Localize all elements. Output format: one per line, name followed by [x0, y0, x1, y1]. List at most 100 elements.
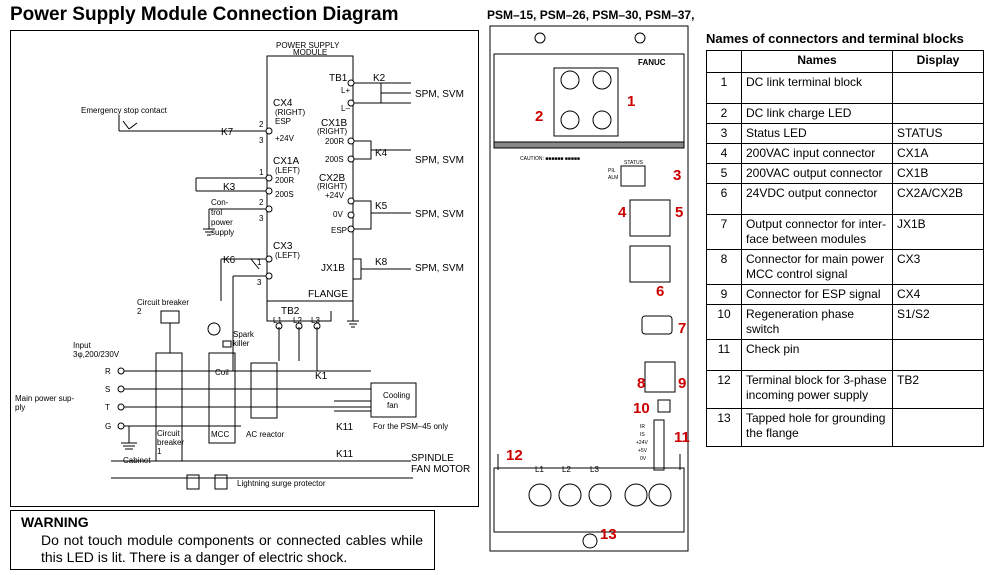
row-number: 6 [706, 183, 742, 215]
ground-g-label: G [105, 422, 111, 431]
esp-label: ESP [275, 117, 291, 126]
cx3-side-label: (LEFT) [275, 251, 300, 260]
cx1a-200s-label: 200S [275, 190, 294, 199]
k4-label: K4 [375, 148, 388, 159]
row-number: 1 [706, 72, 742, 104]
terminal-l2-label: L2 [562, 465, 571, 474]
row-display: TB2 [892, 370, 984, 409]
terminal-l1-label: L1 [535, 465, 544, 474]
cx1b-label: CX1B [321, 118, 347, 129]
row-number: 9 [706, 284, 742, 305]
ac-reactor-label: AC reactor [246, 430, 285, 439]
caution-label: CAUTION: ■■■■■■ ■■■■■ [520, 156, 580, 162]
cx3-pin3-label: 3 [257, 278, 262, 287]
callout-8: 8 [637, 375, 645, 392]
row-name: Output connector for inter-face between … [741, 214, 893, 250]
warning-title: WARNING [21, 514, 89, 530]
header-no [706, 50, 742, 73]
row-number: 7 [706, 214, 742, 250]
checkpin-5v-label: +5V [638, 448, 648, 454]
fanuc-logo-text: FANUC [638, 58, 666, 67]
spindle-label-2: FAN MOTOR [411, 464, 470, 475]
top-screw-left [534, 32, 546, 44]
row-display: CX1A [892, 143, 984, 164]
cx1a-label: CX1A [273, 156, 299, 167]
row-name: 24VDC output connector [741, 183, 893, 215]
control-label-2: trol [211, 208, 222, 217]
emergency-stop-label: Emergency stop contact [81, 106, 168, 115]
row-display [892, 339, 984, 371]
spm-label-4: SPM, SVM [415, 263, 464, 274]
checkpin-0v-label: 0V [640, 456, 647, 462]
cb1-label-3: 1 [157, 447, 162, 456]
cb1-label-1: Circuit [157, 429, 180, 438]
callout-5: 5 [675, 204, 683, 221]
grounding-hole [582, 533, 598, 549]
callout-3: 3 [673, 167, 681, 184]
cx1a-pin1-label: 1 [259, 168, 264, 177]
mcc-label: MCC [211, 430, 229, 439]
cx2b-side-label: (RIGHT) [317, 182, 348, 191]
checkpin-is-label: IS [640, 432, 645, 438]
row-display [892, 72, 984, 104]
models-title: PSM–15, PSM–26, PSM–30, PSM–37, [487, 8, 695, 22]
terminal-l3-label: L3 [590, 465, 599, 474]
callout-2: 2 [535, 108, 543, 125]
callout-4: 4 [618, 204, 627, 221]
row-display: CX1B [892, 163, 984, 184]
k11-label-1: K11 [336, 422, 353, 433]
tb1-label: TB1 [329, 73, 348, 84]
spark-killer-label-1: Spark [233, 330, 255, 339]
k8-label: K8 [375, 257, 388, 268]
panel-outline [489, 25, 689, 552]
row-name: Status LED [741, 123, 893, 144]
esp2-label: ESP [331, 226, 347, 235]
row-display: CX4 [892, 284, 984, 305]
callout-7: 7 [678, 320, 686, 337]
lminus-label: L– [341, 104, 350, 113]
cx3-label: CX3 [273, 241, 293, 252]
wiring-diagram-frame: POWER SUPPLY MODULE Emergency stop conta… [10, 30, 479, 507]
row-name: Tapped hole for grounding the flange [741, 408, 893, 447]
status-label: STATUS [624, 160, 644, 166]
row-name: Check pin [741, 339, 893, 371]
k7-label: K7 [221, 127, 234, 138]
checkpin-24v-label: +24V [636, 440, 648, 446]
checkpin-ir-label: IR [640, 424, 645, 430]
l2-label: L2 [293, 316, 302, 325]
phase-r-label: R [105, 367, 111, 376]
row-name: 200VAC output connector [741, 163, 893, 184]
k3-label: K3 [223, 182, 236, 193]
main-power-label-1: Main power sup- [15, 394, 74, 403]
row-display [892, 103, 984, 124]
p24v-label: +24V [275, 134, 295, 143]
row-display: S1/S2 [892, 304, 984, 340]
control-label-4: supply [211, 228, 234, 237]
coil-label: Coil [215, 368, 229, 377]
input-label-1: Input [73, 341, 92, 350]
cx1a-side-label: (LEFT) [275, 166, 300, 175]
row-name: Regeneration phase switch [741, 304, 893, 340]
callout-11: 11 [674, 429, 690, 446]
table-header-row: Names Display [706, 50, 984, 73]
row-name: Connector for ESP signal [741, 284, 893, 305]
k11-label-2: K11 [336, 449, 353, 460]
callout-1: 1 [627, 93, 635, 110]
k2-label: K2 [373, 73, 386, 84]
phase-s-label: S [105, 385, 110, 394]
callout-6: 6 [656, 283, 664, 300]
cx4-label: CX4 [273, 98, 293, 109]
lightning-label: Lightning surge protector [237, 479, 326, 488]
cabinet-label: Cabinet [123, 456, 151, 465]
cb1-label-2: breaker [157, 438, 184, 447]
row-number: 3 [706, 123, 742, 144]
input-label-2: 3φ,200/230V [73, 350, 120, 359]
psm45-label: For the PSM–45 only [373, 422, 448, 431]
s200-label: 200S [325, 155, 344, 164]
row-number: 13 [706, 408, 742, 447]
